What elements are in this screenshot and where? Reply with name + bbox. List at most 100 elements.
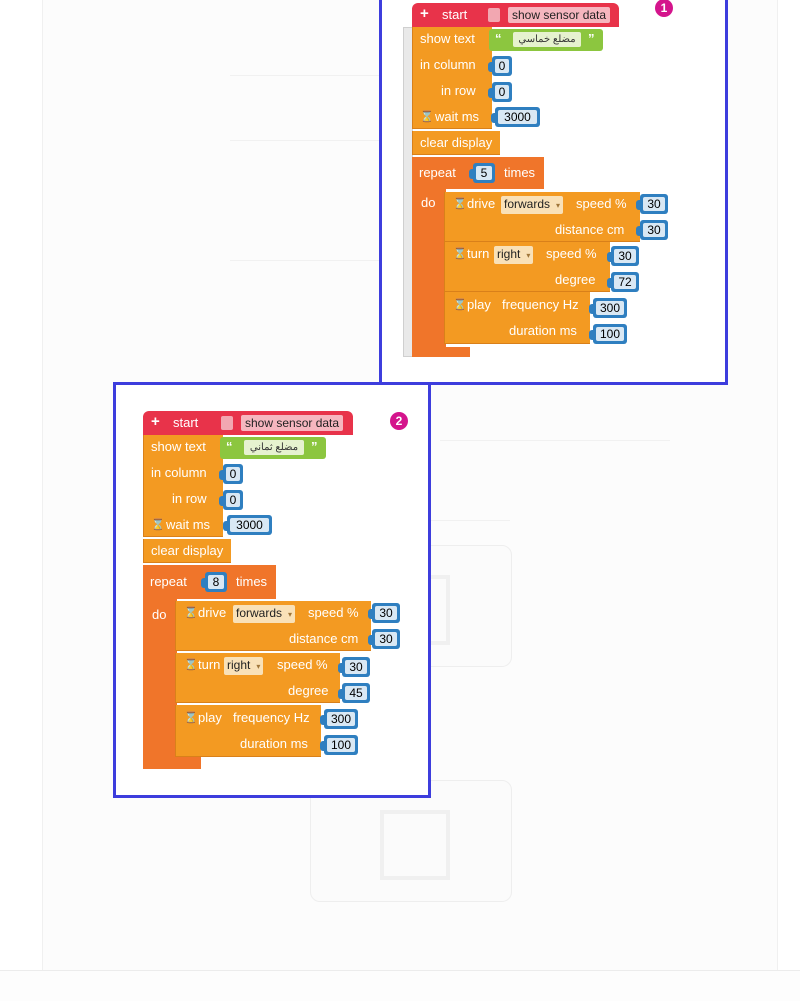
- times-label: times: [236, 574, 268, 589]
- background-line: [440, 440, 670, 441]
- hourglass-icon: ⌛: [151, 519, 165, 531]
- open-quote-icon: “: [495, 31, 502, 46]
- show-sensor-label: show sensor data: [241, 415, 344, 431]
- in-column-value[interactable]: 0: [488, 56, 512, 76]
- frequency-label: frequency Hz: [502, 297, 579, 312]
- frequency-value[interactable]: 300: [589, 298, 627, 318]
- frequency-value[interactable]: 300: [320, 709, 358, 729]
- hourglass-icon: ⌛: [184, 607, 198, 619]
- text-value[interactable]: مضلع ثماني: [244, 440, 304, 455]
- sensor-checkbox[interactable]: [221, 416, 233, 430]
- program-1-frame: 1 + start show sensor data show text in …: [379, 0, 728, 385]
- show-text-block[interactable]: show text in column in row ⌛ wait ms: [143, 435, 223, 537]
- hourglass-icon: ⌛: [453, 248, 467, 260]
- hourglass-icon: ⌛: [184, 659, 198, 671]
- start-block[interactable]: + start show sensor data: [412, 3, 619, 27]
- distance-label: distance cm: [289, 631, 359, 646]
- turn-block[interactable]: ⌛ turn right▾ speed % degree: [444, 242, 610, 292]
- speed-label: speed %: [546, 246, 597, 261]
- text-value[interactable]: مضلع خماسي: [513, 32, 581, 47]
- do-label: do: [152, 607, 167, 622]
- plus-icon[interactable]: +: [420, 5, 429, 22]
- start-label: start: [442, 7, 468, 22]
- drive-speed-value[interactable]: 30: [636, 194, 668, 214]
- show-text-label: show text: [151, 439, 206, 454]
- caret-icon: ▾: [556, 201, 561, 210]
- close-quote-icon: ”: [588, 31, 595, 46]
- wait-value[interactable]: 3000: [223, 515, 272, 535]
- turn-label: turn: [467, 246, 490, 261]
- degree-value[interactable]: 45: [338, 683, 370, 703]
- distance-value[interactable]: 30: [368, 629, 400, 649]
- clear-display-block[interactable]: clear display: [143, 539, 231, 563]
- show-text-label: show text: [420, 31, 475, 46]
- turn-block[interactable]: ⌛ turn right▾ speed % degree: [175, 653, 340, 703]
- duration-label: duration ms: [240, 736, 308, 751]
- caret-icon: ▾: [526, 251, 531, 260]
- speed-label: speed %: [308, 605, 359, 620]
- duration-label: duration ms: [509, 323, 577, 338]
- repeat-value[interactable]: 8: [201, 572, 227, 592]
- turn-direction-dropdown[interactable]: right▾: [224, 657, 264, 675]
- hourglass-icon: ⌛: [420, 111, 434, 123]
- sensor-checkbox[interactable]: [488, 8, 500, 22]
- show-sensor-label: show sensor data: [508, 7, 611, 23]
- text-value-block[interactable]: “ مضلع خماسي ”: [489, 29, 603, 51]
- hourglass-icon: ⌛: [184, 712, 198, 724]
- hourglass-icon: ⌛: [453, 198, 467, 210]
- repeat-arm: do: [412, 189, 446, 349]
- drive-speed-value[interactable]: 30: [368, 603, 400, 623]
- repeat-foot: [412, 347, 470, 357]
- start-block[interactable]: + start show sensor data: [143, 411, 353, 435]
- wait-label: wait ms: [166, 517, 211, 532]
- duration-value[interactable]: 100: [320, 735, 358, 755]
- repeat-label: repeat: [150, 574, 187, 589]
- speed-label: speed %: [277, 657, 328, 672]
- repeat-label: repeat: [419, 165, 456, 180]
- start-label: start: [173, 415, 199, 430]
- wait-label: wait ms: [435, 109, 480, 124]
- duration-value[interactable]: 100: [589, 324, 627, 344]
- clear-label: clear display: [420, 135, 493, 150]
- caret-icon: ▾: [288, 610, 293, 619]
- text-value-block[interactable]: “ مضلع ثماني ”: [220, 437, 326, 459]
- in-row-value[interactable]: 0: [488, 82, 512, 102]
- show-text-block[interactable]: show text in column in row ⌛ wait ms: [412, 27, 492, 129]
- clear-label: clear display: [151, 543, 224, 558]
- turn-speed-value[interactable]: 30: [607, 246, 639, 266]
- degree-label: degree: [288, 683, 329, 698]
- turn-label: turn: [198, 657, 221, 672]
- repeat-value[interactable]: 5: [469, 163, 495, 183]
- background-footer: [0, 970, 800, 1001]
- play-block[interactable]: ⌛ play frequency Hz duration ms: [444, 292, 590, 344]
- clear-display-block[interactable]: clear display: [412, 131, 500, 155]
- turn-speed-value[interactable]: 30: [338, 657, 370, 677]
- do-label: do: [421, 195, 436, 210]
- drive-block[interactable]: ⌛ drive forwards▾ speed % distance cm: [175, 601, 371, 651]
- distance-label: distance cm: [555, 222, 625, 237]
- plus-icon[interactable]: +: [151, 413, 160, 430]
- hourglass-icon: ⌛: [453, 299, 467, 311]
- repeat-foot: [143, 757, 201, 769]
- program-1-badge: 1: [655, 0, 673, 17]
- in-column-label: in column: [420, 57, 476, 72]
- wait-value[interactable]: 3000: [491, 107, 540, 127]
- play-label: play: [467, 297, 491, 312]
- close-quote-icon: ”: [311, 439, 318, 454]
- program-2-frame: 2 + start show sensor data show text in …: [113, 382, 431, 798]
- drive-block[interactable]: ⌛ drive forwards▾ speed % distance cm: [444, 192, 640, 242]
- in-row-label: in row: [172, 491, 207, 506]
- times-label: times: [504, 165, 536, 180]
- drive-direction-dropdown[interactable]: forwards▾: [501, 196, 564, 214]
- drive-direction-dropdown[interactable]: forwards▾: [233, 605, 296, 623]
- in-row-value[interactable]: 0: [219, 490, 243, 510]
- degree-value[interactable]: 72: [607, 272, 639, 292]
- in-column-label: in column: [151, 465, 207, 480]
- turn-direction-dropdown[interactable]: right▾: [494, 246, 534, 264]
- in-column-value[interactable]: 0: [219, 464, 243, 484]
- drive-label: drive: [198, 605, 227, 620]
- caret-icon: ▾: [256, 662, 261, 671]
- distance-value[interactable]: 30: [636, 220, 668, 240]
- play-block[interactable]: ⌛ play frequency Hz duration ms: [175, 705, 321, 757]
- frequency-label: frequency Hz: [233, 710, 310, 725]
